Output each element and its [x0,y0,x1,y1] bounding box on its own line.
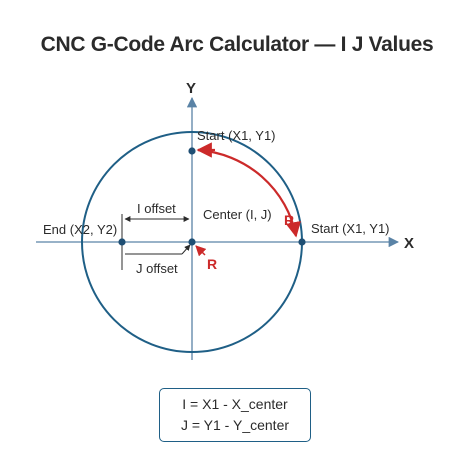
start-right-dot [298,238,306,246]
arc-radius-label: R [284,212,294,228]
x-axis-label: X [404,235,414,252]
i-formula: I = X1 - X_center [182,396,288,412]
j-formula: J = Y1 - Y_center [180,417,290,433]
diagram-title: CNC G-Code Arc Calculator — I J Values [40,33,434,56]
end-left-dot [118,238,126,246]
start-top-label: Start (X1, Y1) [197,128,276,143]
center-radius-arrow [195,245,207,257]
center-dot [188,238,196,246]
arc-direction [197,148,301,238]
formula-box: I = X1 - X_center J = Y1 - Y_center [159,388,311,442]
start-top-dot [188,147,196,155]
i-offset-label: I offset [137,201,176,216]
start-right-label: Start (X1, Y1) [311,221,390,236]
j-offset-diagonal [181,244,191,255]
y-axis-label: Y [186,80,196,97]
center-label: Center (I, J) [203,207,272,222]
j-offset-label: J offset [136,261,178,276]
end-left-label: End (X2, Y2) [43,222,117,237]
center-radius-label: R [207,256,217,272]
